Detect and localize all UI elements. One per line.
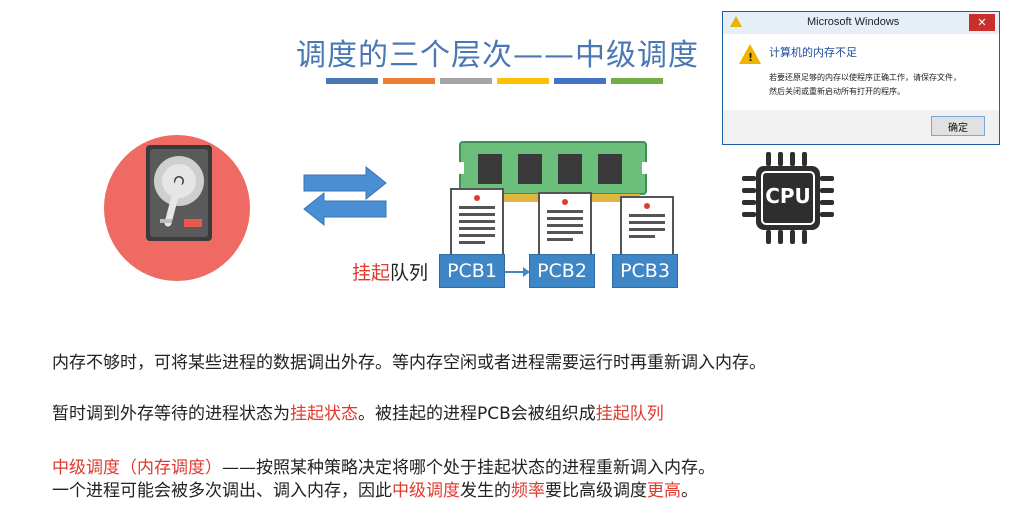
text-line-4-e: 要比高级调度: [545, 481, 647, 501]
frequency-highlight: 频率: [511, 481, 545, 501]
close-icon: ✕: [977, 16, 987, 29]
document-icon: [620, 196, 674, 260]
text-line-4-g: 。: [681, 481, 698, 501]
text-line-4-c: 发生的: [460, 481, 511, 501]
warning-icon: [739, 44, 761, 64]
pcb-box-1: PCB1: [439, 254, 505, 288]
text-line-2-c: 。被挂起的进程PCB会被组织成: [358, 404, 596, 424]
cpu-label: CPU: [765, 184, 811, 208]
swap-arrows: [300, 165, 390, 231]
slide-title: 调度的三个层次——中级调度: [296, 38, 699, 73]
suspended-state-highlight: 挂起状态: [290, 404, 358, 424]
pcb-box-3: PCB3: [612, 254, 678, 288]
dialog-ok-button[interactable]: 确定: [931, 116, 985, 136]
dialog-message-line1: 若要还原足够的内存以使程序正确工作，请保存文件，: [769, 73, 961, 82]
pcb-box-2: PCB2: [529, 254, 595, 288]
text-line-2-a: 暂时调到外存等待的进程状态为: [52, 404, 290, 424]
dialog-body: ! 计算机的内存不足 若要还原足够的内存以使程序正确工作，请保存文件， 然后关闭…: [723, 34, 999, 110]
text-line-1-content: 内存不够时，可将某些进程的数据调出外存。等内存空闲或者进程需要运行时再重新调入内…: [52, 353, 766, 373]
dialog-close-button[interactable]: ✕: [969, 14, 995, 31]
medium-term-scheduling-term: 中级调度（内存调度）: [52, 458, 222, 478]
higher-highlight: 更高: [647, 481, 681, 501]
hard-disk-icon: [104, 135, 250, 281]
document-icon: [450, 188, 504, 260]
pcb-label: PCB1: [447, 260, 497, 282]
suspend-queue-highlight: 挂起队列: [595, 404, 664, 424]
document-icon: [538, 192, 592, 260]
dialog-ok-label: 确定: [948, 122, 968, 134]
cpu-chip-icon: [740, 150, 836, 250]
color-strip-segment: [497, 78, 549, 84]
swap-out-arrow: [303, 191, 387, 227]
color-strip-segment: [611, 78, 663, 84]
dialog-footer: 确定: [723, 110, 999, 144]
dialog-window-title: Microsoft Windows: [807, 16, 900, 28]
pcb-link-arrow: [503, 263, 531, 282]
text-line-3-b: ——按照某种策略决定将哪个处于挂起状态的进程重新调入内存。: [222, 458, 715, 478]
dialog-heading: 计算机的内存不足: [769, 46, 857, 59]
swap-in-arrow: [303, 165, 387, 201]
text-line-1: 内存不够时，可将某些进程的数据调出外存。等内存空闲或者进程需要运行时再重新调入内…: [52, 348, 766, 373]
suspend-queue-label-highlight: 挂起: [352, 262, 391, 284]
pcb-label: PCB3: [620, 260, 670, 282]
dialog-title-bar: Microsoft Windows ✕: [723, 12, 999, 34]
color-strip-segment: [440, 78, 492, 84]
text-line-2: 暂时调到外存等待的进程状态为挂起状态。被挂起的进程PCB会被组织成挂起队列: [52, 399, 664, 424]
warning-icon-mark: !: [748, 51, 754, 64]
text-line-4: 一个进程可能会被多次调出、调入内存，因此中级调度发生的频率要比高级调度更高。: [52, 476, 698, 501]
dialog-message-line2: 然后关闭或重新启动所有打开的程序。: [769, 87, 905, 96]
color-strip-segment: [326, 78, 378, 84]
color-strip-segment: [383, 78, 435, 84]
dialog-title-warning-icon: [730, 16, 742, 27]
medium-term-scheduling-highlight: 中级调度: [392, 481, 460, 501]
color-strip-segment: [554, 78, 606, 84]
out-of-memory-dialog: Microsoft Windows ✕ ! 计算机的内存不足 若要还原足够的内存…: [722, 11, 1000, 145]
suspend-queue-label: 挂起队列: [352, 258, 428, 285]
pcb-label: PCB2: [537, 260, 587, 282]
text-line-3: 中级调度（内存调度）——按照某种策略决定将哪个处于挂起状态的进程重新调入内存。: [52, 453, 715, 478]
suspend-queue-label-rest: 队列: [390, 262, 429, 284]
text-line-4-a: 一个进程可能会被多次调出、调入内存，因此: [52, 481, 392, 501]
